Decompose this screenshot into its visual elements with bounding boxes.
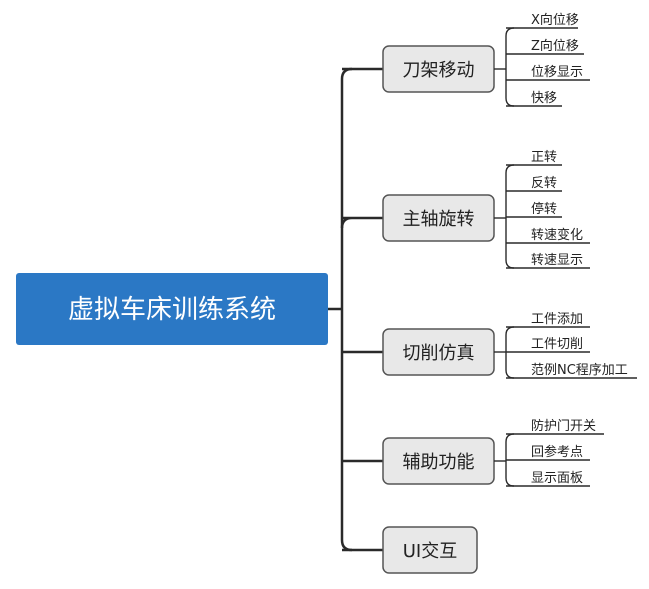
branch-node-4[interactable]: 辅助功能 [382, 437, 495, 485]
leaf-item[interactable]: 反转 [531, 176, 557, 191]
leaf-item[interactable]: 转速显示 [531, 253, 583, 268]
root-node-box [16, 273, 328, 345]
leaf-connectors-3 [494, 326, 637, 379]
leaf-item[interactable]: 正转 [531, 150, 557, 165]
leaf-connectors-1 [494, 27, 590, 107]
leaf-item[interactable]: 防护门开关 [531, 418, 596, 434]
leaf-item[interactable]: 快移 [531, 91, 557, 106]
leaf-item[interactable]: 转速变化 [531, 227, 583, 243]
branch-node-2[interactable]: 主轴旋转 [382, 194, 495, 242]
branch-node-label: 刀架移动 [403, 60, 475, 81]
branch-node-label: 辅助功能 [403, 452, 475, 473]
trunk-line [340, 67, 353, 552]
leaf-item[interactable]: X向位移 [531, 12, 579, 28]
leaf-item[interactable]: 范例NC程序加工 [531, 363, 628, 378]
leaf-item[interactable]: 回参考点 [531, 444, 583, 460]
branch-node-label: 切削仿真 [403, 343, 475, 364]
branch-node-label: UI交互 [403, 541, 457, 562]
branch-node-3[interactable]: 切削仿真 [382, 328, 495, 376]
leaf-item[interactable]: Z向位移 [531, 38, 579, 54]
root-node-label: 虚拟车床训练系统 [68, 295, 276, 325]
branch-node-1[interactable]: 刀架移动 [382, 45, 495, 93]
leaf-item[interactable]: 工件切削 [531, 337, 583, 352]
leaf-item[interactable]: 位移显示 [531, 65, 583, 80]
root-node[interactable]: 虚拟车床训练系统 [16, 273, 328, 345]
leaf-connectors-2 [494, 164, 590, 269]
leaf-item[interactable]: 显示面板 [531, 471, 583, 486]
trunk-to-branch-2 [340, 216, 383, 229]
trunk-connectors [328, 67, 383, 552]
leaf-connectors-4 [494, 433, 604, 487]
leaf-item[interactable]: 工件添加 [531, 312, 583, 327]
branch-node-label: 主轴旋转 [403, 209, 475, 230]
branch-node-5[interactable]: UI交互 [382, 526, 478, 574]
leaf-item[interactable]: 停转 [531, 201, 557, 217]
branch-node-box [382, 526, 478, 574]
